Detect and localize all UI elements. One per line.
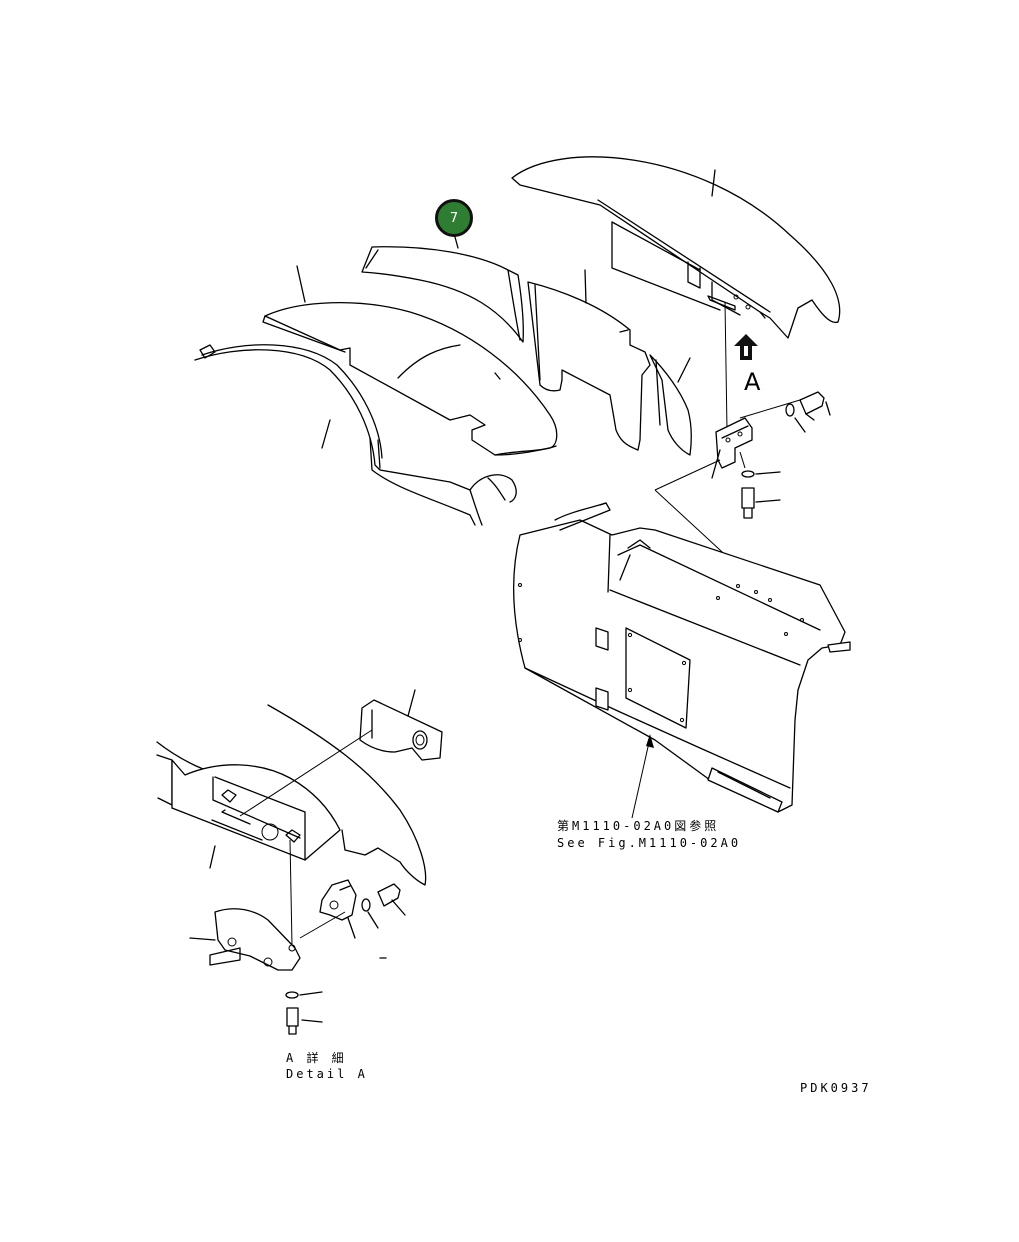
side-pad-small: [649, 354, 692, 456]
detail-label-english: Detail A: [286, 1067, 368, 1081]
reference-label-japanese: 第M1110-02A0図参照: [557, 819, 720, 833]
callout-part-seven[interactable]: 7: [435, 199, 473, 237]
hinge-assembly: [654, 301, 831, 611]
insulation-pad: [262, 265, 558, 456]
reference-arrow-icon: [631, 734, 654, 819]
main-housing: [513, 502, 851, 813]
pad-seven: [361, 236, 524, 343]
reference-label-english: See Fig.M1110-02A0: [557, 836, 742, 850]
drawing-code: PDK0937: [800, 1081, 872, 1095]
view-direction-arrow-icon: [734, 334, 758, 360]
side-panel: [527, 269, 651, 451]
detail-label-japanese: A 詳 細: [286, 1051, 347, 1065]
detail-a-view: [156, 689, 443, 1035]
view-direction-label: A: [744, 368, 761, 396]
seal-strip: [194, 344, 517, 526]
top-cover: [511, 156, 841, 339]
